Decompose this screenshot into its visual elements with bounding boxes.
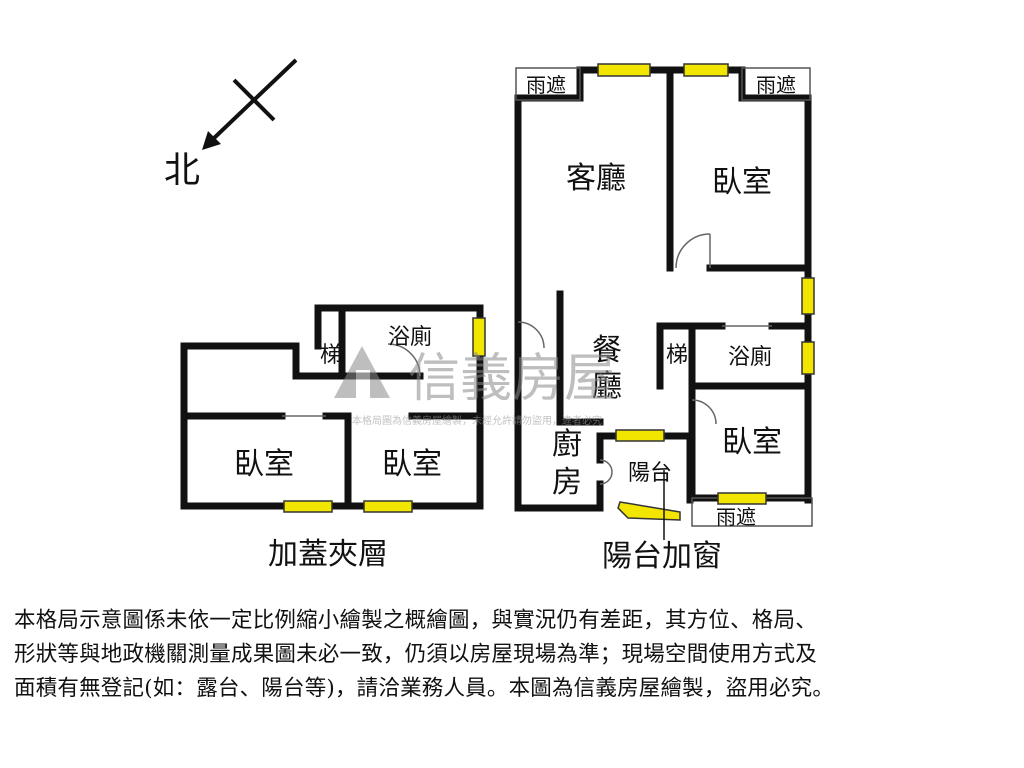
window <box>801 341 815 375</box>
main-doors <box>517 233 772 485</box>
disclaimer-line: 形狀等與地政機關測量成果圖未必一致，仍須以房屋現場為準；現場空間使用方式及 <box>14 642 817 667</box>
kitchen-label-2: 房 <box>552 465 582 500</box>
bedroom-top-label: 臥室 <box>712 165 772 200</box>
bathroom-label: 浴廁 <box>728 345 772 370</box>
window <box>683 63 729 77</box>
kitchen-label-1: 廚 <box>552 427 582 462</box>
window <box>801 277 815 315</box>
brand-logo-icon <box>334 346 390 398</box>
floor-plan-diagram: 北 浴廁 梯 臥室 臥室 加蓋夾層 <box>164 58 815 574</box>
window <box>717 492 767 505</box>
dining-label-2: 廳 <box>592 369 622 404</box>
window <box>472 317 486 357</box>
watermark-notice: 本格局圖為信義房屋繪製，未經允許請勿盜用，違者必究 <box>352 414 602 427</box>
balcony-label: 陽台 <box>628 461 672 486</box>
canopy-right-label: 雨遮 <box>756 73 796 97</box>
main-floor-plan <box>514 66 812 512</box>
window <box>615 429 665 442</box>
mezz-bedroom-right-label: 臥室 <box>382 447 442 482</box>
watermark-brand: 信義房屋 <box>408 349 616 409</box>
canopy-left-label: 雨遮 <box>526 73 566 97</box>
north-label: 北 <box>164 150 200 191</box>
bedroom-right-label: 臥室 <box>722 425 782 460</box>
balcony-window-label: 陽台加窗 <box>602 539 722 574</box>
canopy-bottom-label: 雨遮 <box>716 505 756 529</box>
mezz-bedroom-left-label: 臥室 <box>234 447 294 482</box>
window <box>363 500 413 513</box>
watermark: 信義房屋 本格局圖為信義房屋繪製，未經允許請勿盜用，違者必究 <box>334 346 616 427</box>
balcony-window <box>617 501 681 521</box>
north-compass: 北 <box>164 58 298 191</box>
disclaimer-line: 面積有無登記(如：露台、陽台等)，請洽業務人員。本圖為信義房屋繪製，盜用必究。 <box>14 676 835 701</box>
disclaimer-text: 本格局示意圖係未依一定比例縮小繪製之概繪圖，與實況仍有差距，其方位、格局、 形狀… <box>14 604 1014 706</box>
mezzanine-doors <box>282 343 421 417</box>
living-room-label: 客廳 <box>566 161 626 196</box>
mezz-bathroom-label: 浴廁 <box>388 325 432 350</box>
north-arrow-icon <box>202 131 221 150</box>
disclaimer-line: 本格局示意圖係未依一定比例縮小繪製之概繪圖，與實況仍有差距，其方位、格局、 <box>14 608 817 633</box>
window <box>283 500 333 513</box>
mezz-stairs-label: 梯 <box>320 343 342 368</box>
mezzanine-title: 加蓋夾層 <box>268 537 388 572</box>
dining-label-1: 餐 <box>592 333 622 368</box>
window <box>597 63 651 77</box>
stairs-label: 梯 <box>666 343 688 368</box>
